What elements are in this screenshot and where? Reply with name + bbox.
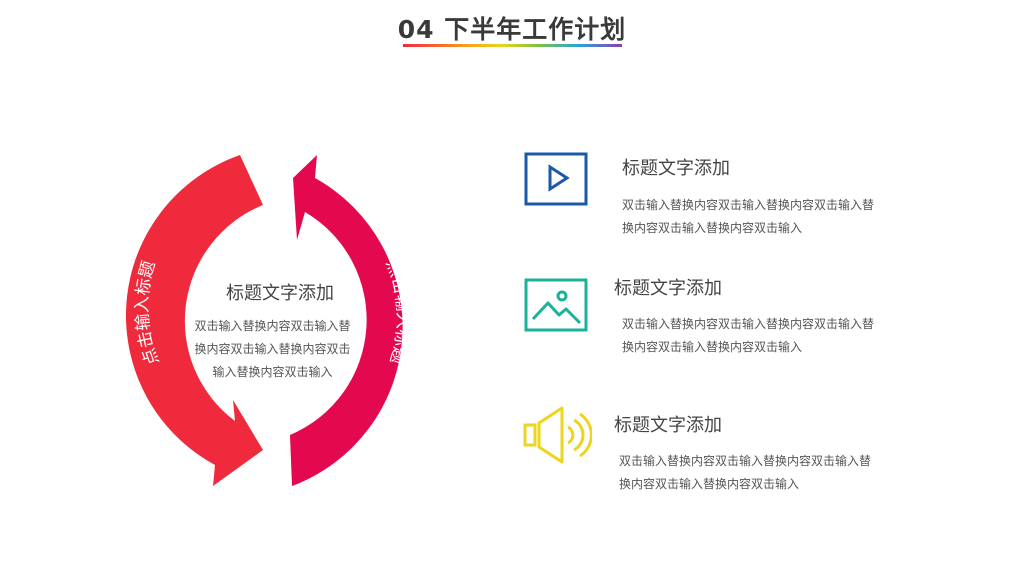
image-icon xyxy=(524,278,588,332)
left-arrow[interactable] xyxy=(125,155,263,486)
cycle-diagram: 点击输入标题 点击输入标题 xyxy=(125,155,412,486)
feature-title-3: 标题文字添加 xyxy=(614,415,722,436)
feature-title-1: 标题文字添加 xyxy=(622,158,730,179)
feature-body-3: 双击输入替换内容双击输入替换内容双击输入替换内容双击输入替换内容双击输入 xyxy=(619,454,872,491)
feature-body-2: 双击输入替换内容双击输入替换内容双击输入替换内容双击输入替换内容双击输入 xyxy=(622,317,875,354)
center-body: 双击输入替换内容双击输入替换内容双击输入替换内容双击输入替换内容双击输入 xyxy=(194,319,351,379)
right-arrow[interactable] xyxy=(290,155,403,486)
speaker-icon xyxy=(523,406,592,464)
page-title: 04 下半年工作计划 xyxy=(397,15,627,44)
center-title: 标题文字添加 xyxy=(226,283,334,304)
feature-body-1: 双击输入替换内容双击输入替换内容双击输入替换内容双击输入替换内容双击输入 xyxy=(622,198,875,235)
feature-title-2: 标题文字添加 xyxy=(614,278,722,299)
title-underline xyxy=(403,44,622,47)
play-icon xyxy=(524,152,588,206)
